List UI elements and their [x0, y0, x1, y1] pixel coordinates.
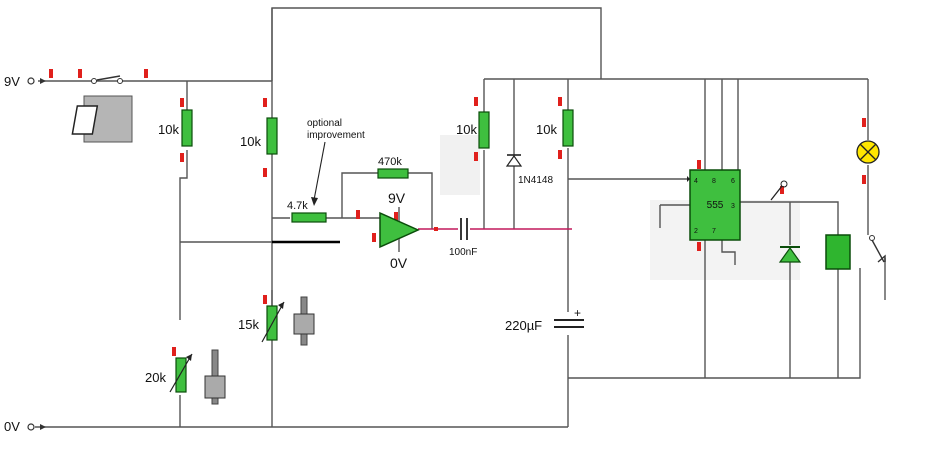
- relay-contact-switch: [869, 235, 886, 263]
- terminal-9v: 9V: [4, 74, 46, 89]
- diode-icon: 1N4148: [505, 154, 553, 186]
- svg-text:2: 2: [694, 228, 698, 235]
- lamp-icon: [856, 140, 880, 164]
- svg-text:15k: 15k: [238, 317, 259, 332]
- svg-text:10k: 10k: [158, 122, 179, 137]
- svg-text:1N4148: 1N4148: [518, 175, 553, 186]
- svg-text:optional: optional: [307, 118, 342, 129]
- resistor-left-10k: 10k: [158, 109, 193, 147]
- svg-text:10k: 10k: [240, 134, 261, 149]
- switch-icon: [71, 75, 133, 143]
- svg-text:9V: 9V: [388, 190, 406, 206]
- potentiometer-15k: 15k: [238, 301, 285, 343]
- capacitor-electrolytic: + 220µF: [505, 306, 584, 333]
- svg-text:0V: 0V: [4, 419, 20, 434]
- background-smudge: [440, 135, 800, 280]
- ic-555-icon: 555 4 8 6 3 2 7: [687, 169, 741, 241]
- capacitor-icon: 100nF: [449, 218, 477, 258]
- svg-text:555: 555: [707, 200, 724, 211]
- svg-text:7: 7: [712, 228, 716, 235]
- svg-text:0V: 0V: [390, 255, 408, 271]
- opamp-icon: 9V 0V: [379, 190, 420, 271]
- svg-text:10k: 10k: [536, 122, 557, 137]
- svg-text:+: +: [574, 306, 581, 320]
- pin-markers: [49, 69, 866, 356]
- svg-text:220µF: 220µF: [505, 318, 542, 333]
- led-icon: [770, 180, 788, 201]
- resistor-divider-10k: 10k: [240, 117, 278, 155]
- slider-knob-icon: [293, 296, 315, 346]
- resistor-mid-left-10k: 10k: [456, 111, 490, 149]
- resistor-mid-right-10k: 10k: [536, 109, 574, 147]
- svg-text:470k: 470k: [378, 156, 402, 168]
- svg-text:100nF: 100nF: [449, 247, 477, 258]
- relay-icon: [825, 234, 851, 270]
- svg-text:4.7k: 4.7k: [287, 200, 308, 212]
- resistor-470k: 470k: [377, 156, 409, 179]
- svg-text:improvement: improvement: [307, 130, 365, 141]
- svg-text:8: 8: [712, 178, 716, 185]
- potentiometer-20k: 20k: [145, 353, 193, 393]
- svg-text:10k: 10k: [456, 122, 477, 137]
- diode-icon: [778, 246, 802, 263]
- slider-knob-icon: [204, 349, 226, 405]
- svg-text:4: 4: [694, 178, 698, 185]
- wires: [35, 7, 886, 428]
- svg-text:3: 3: [731, 203, 735, 210]
- svg-text:6: 6: [731, 178, 735, 185]
- svg-text:9V: 9V: [4, 74, 20, 89]
- svg-text:20k: 20k: [145, 370, 166, 385]
- optional-improvement-note: optional improvement: [307, 118, 365, 206]
- resistor-4-7k: 4.7k: [287, 200, 327, 223]
- terminal-0v: 0V: [4, 419, 46, 434]
